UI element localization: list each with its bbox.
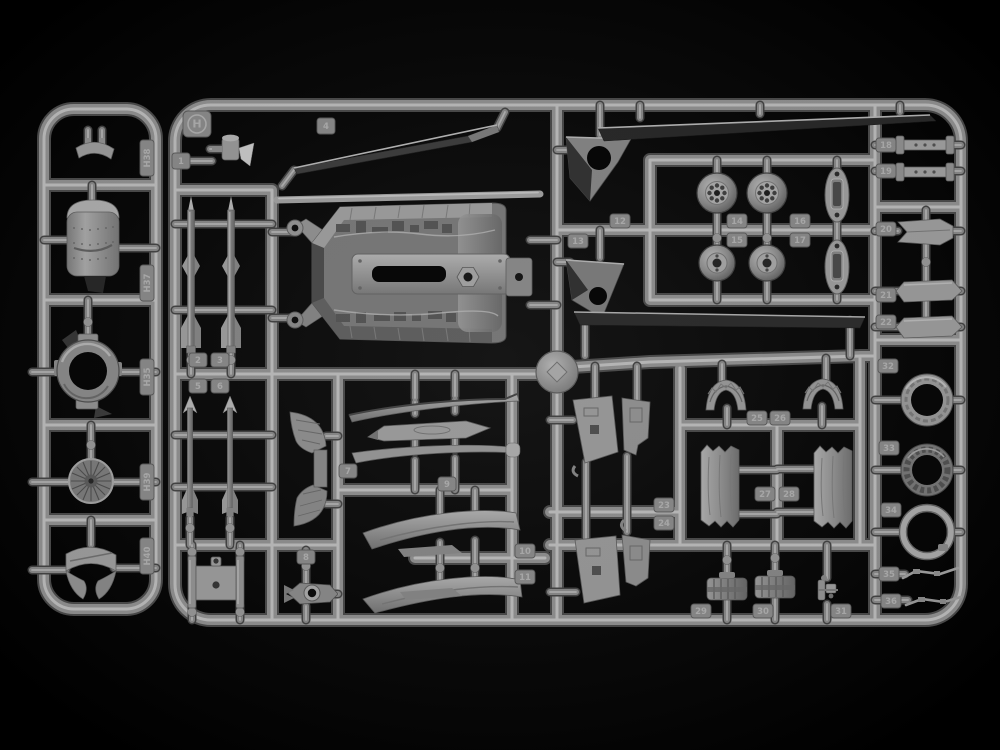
strip-tab-h40: H40 bbox=[139, 537, 155, 575]
tab-9: 9 bbox=[437, 476, 457, 492]
tab-29: 29 bbox=[690, 603, 712, 619]
tab-19: 19 bbox=[875, 163, 897, 179]
tab-11: 11 bbox=[514, 569, 536, 585]
svg-text:23: 23 bbox=[658, 501, 670, 511]
tab-32: 32 bbox=[877, 358, 899, 374]
svg-text:16: 16 bbox=[794, 217, 806, 227]
svg-text:33: 33 bbox=[883, 444, 895, 454]
svg-text:15: 15 bbox=[731, 236, 743, 246]
tab-33: 33 bbox=[878, 440, 900, 456]
tab-20: 20 bbox=[875, 221, 897, 237]
tab-1: 1 bbox=[171, 152, 191, 170]
tab-6: 6 bbox=[210, 378, 230, 394]
tab-10: 10 bbox=[514, 543, 536, 559]
svg-text:35: 35 bbox=[883, 570, 895, 580]
svg-text:2: 2 bbox=[195, 356, 201, 366]
svg-text:12: 12 bbox=[614, 217, 626, 227]
svg-text:17: 17 bbox=[794, 236, 806, 246]
tab-26: 26 bbox=[769, 410, 791, 426]
tab-24: 24 bbox=[653, 515, 675, 531]
sprue-hub bbox=[535, 350, 579, 394]
tab-14: 14 bbox=[726, 213, 748, 229]
svg-text:36: 36 bbox=[885, 597, 897, 607]
svg-text:8: 8 bbox=[303, 553, 309, 563]
tab-2: 2 bbox=[188, 352, 208, 368]
tab-17: 17 bbox=[789, 232, 811, 248]
tab-23: 23 bbox=[653, 497, 675, 513]
svg-text:H38: H38 bbox=[143, 148, 153, 167]
svg-text:5: 5 bbox=[195, 382, 201, 392]
tab-28: 28 bbox=[778, 486, 800, 502]
svg-text:4: 4 bbox=[323, 122, 329, 132]
svg-text:29: 29 bbox=[695, 607, 707, 617]
tab-13: 13 bbox=[567, 233, 589, 249]
svg-text:30: 30 bbox=[757, 607, 769, 617]
tab-3: 3 bbox=[210, 352, 230, 368]
svg-text:H40: H40 bbox=[143, 546, 153, 565]
svg-text:13: 13 bbox=[572, 237, 584, 247]
tab-35: 35 bbox=[878, 566, 900, 582]
svg-text:H: H bbox=[192, 118, 201, 131]
tab-34: 34 bbox=[880, 502, 902, 518]
svg-text:24: 24 bbox=[658, 519, 670, 529]
tab-21: 21 bbox=[875, 287, 897, 303]
svg-text:27: 27 bbox=[759, 490, 771, 500]
svg-text:25: 25 bbox=[751, 414, 763, 424]
svg-text:34: 34 bbox=[885, 506, 897, 516]
svg-text:3: 3 bbox=[217, 356, 223, 366]
svg-text:19: 19 bbox=[880, 167, 892, 177]
tab-31: 31 bbox=[830, 603, 852, 619]
svg-text:11: 11 bbox=[519, 573, 531, 583]
strip-tab-h35: H35 bbox=[139, 358, 155, 396]
svg-text:14: 14 bbox=[731, 217, 743, 227]
tab-25: 25 bbox=[746, 410, 768, 426]
svg-text:H39: H39 bbox=[143, 472, 153, 491]
tab-15: 15 bbox=[726, 232, 748, 248]
flame-holder-ring bbox=[900, 443, 954, 497]
svg-text:H37: H37 bbox=[143, 273, 153, 292]
afterburner-ring bbox=[900, 373, 954, 427]
tab-4: 4 bbox=[316, 117, 336, 135]
tab-22: 22 bbox=[875, 314, 897, 330]
tab-5: 5 bbox=[188, 378, 208, 394]
strip-tab-h38: H38 bbox=[139, 139, 155, 177]
strip-tab-h37: H37 bbox=[139, 264, 155, 302]
tab-18: 18 bbox=[875, 137, 897, 153]
svg-text:31: 31 bbox=[835, 607, 847, 617]
svg-text:22: 22 bbox=[880, 318, 892, 328]
svg-text:9: 9 bbox=[444, 480, 450, 490]
svg-text:32: 32 bbox=[882, 362, 894, 372]
tab-8: 8 bbox=[296, 549, 316, 565]
tab-27: 27 bbox=[754, 486, 776, 502]
svg-text:6: 6 bbox=[217, 382, 223, 392]
svg-text:26: 26 bbox=[774, 414, 786, 424]
svg-text:18: 18 bbox=[880, 141, 892, 151]
tab-12: 12 bbox=[609, 213, 631, 229]
svg-text:20: 20 bbox=[880, 225, 892, 235]
tab-7: 7 bbox=[338, 463, 358, 479]
tab-36: 36 bbox=[880, 593, 902, 609]
tab-16: 16 bbox=[789, 213, 811, 229]
engine-fan-face bbox=[68, 458, 114, 504]
strip-tab-h39: H39 bbox=[139, 463, 155, 501]
svg-text:10: 10 bbox=[519, 547, 531, 557]
svg-text:7: 7 bbox=[345, 467, 351, 477]
svg-text:1: 1 bbox=[178, 157, 184, 167]
tab-30: 30 bbox=[752, 603, 774, 619]
svg-text:28: 28 bbox=[783, 490, 795, 500]
gate-letter-plate: H bbox=[182, 110, 212, 138]
svg-text:H35: H35 bbox=[143, 367, 153, 386]
svg-text:21: 21 bbox=[880, 291, 892, 301]
